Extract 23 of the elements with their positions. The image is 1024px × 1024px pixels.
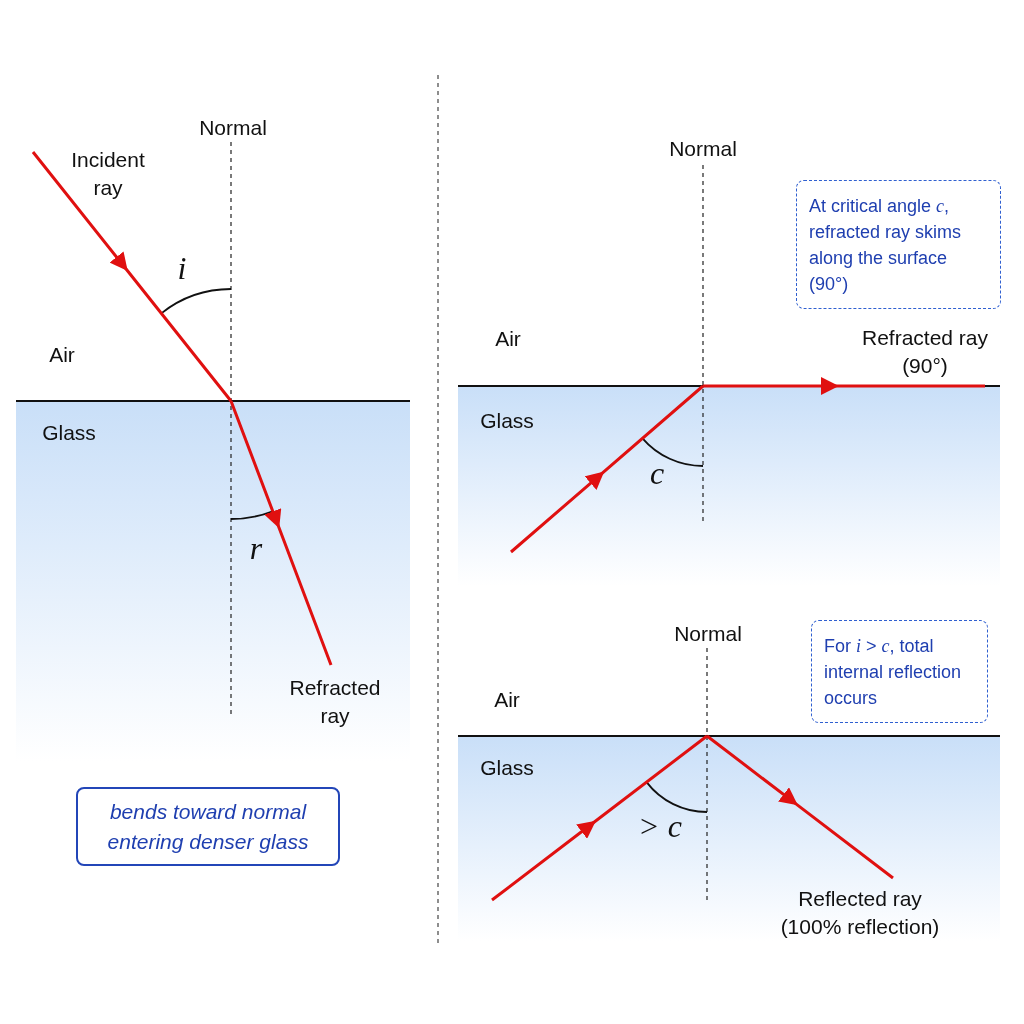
- note-text: For i > c, total internal reflection occurs: [824, 634, 963, 710]
- ray-label: Refracted ray: [288, 675, 382, 729]
- ray-label: Reflected ray (100% reflection): [779, 886, 941, 940]
- medium-label: Glass: [480, 408, 534, 434]
- medium-label: Air: [494, 687, 520, 713]
- angle-label: r: [249, 529, 263, 568]
- note-text: bends toward normal entering denser glass: [106, 798, 310, 855]
- ray-label: Incident ray: [70, 147, 146, 201]
- axis-label: Normal: [669, 136, 737, 162]
- medium-label: Air: [495, 326, 521, 352]
- medium-label: Glass: [42, 420, 96, 446]
- angle-label: > c: [638, 807, 682, 846]
- angle-label: i: [177, 249, 187, 288]
- medium-label: Air: [49, 342, 75, 368]
- axis-label: Normal: [674, 621, 742, 647]
- note-box: [796, 180, 1001, 309]
- medium-label: Glass: [480, 755, 534, 781]
- note-text: At critical angle c, refracted ray skims along the surface (90°): [809, 194, 963, 296]
- axis-label: Normal: [199, 115, 267, 141]
- angle-label: c: [649, 454, 665, 493]
- note-box: [811, 620, 988, 723]
- ray-label: Refracted ray (90°): [860, 325, 990, 379]
- note-box: [76, 787, 340, 866]
